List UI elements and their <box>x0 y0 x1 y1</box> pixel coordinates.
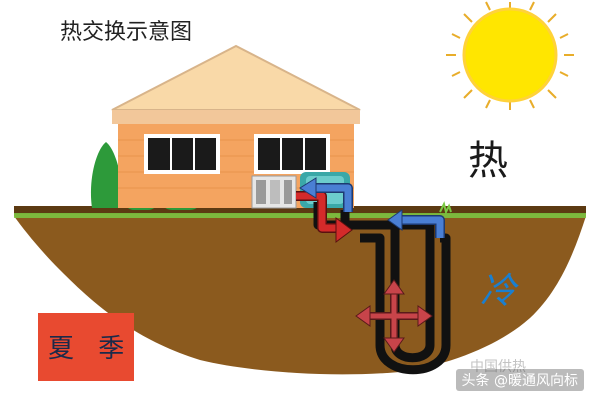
cold-flow-arrow-icon <box>299 177 445 238</box>
faint-watermark: 中国供热 <box>470 359 526 375</box>
grass-strip <box>14 213 586 218</box>
hot-label: 热 <box>468 138 508 184</box>
season-badge <box>38 313 134 381</box>
sun-icon <box>446 1 574 110</box>
watermark: 头条 @暖通风向标 <box>455 369 584 391</box>
heat-dissipation-arrows-icon <box>355 279 433 353</box>
cold-label: 冷 <box>480 271 517 312</box>
hot-flow-arrow-icon <box>296 191 353 243</box>
diagram-title: 热交换示意图 <box>60 20 193 45</box>
season-label: 夏 季 <box>48 334 133 364</box>
